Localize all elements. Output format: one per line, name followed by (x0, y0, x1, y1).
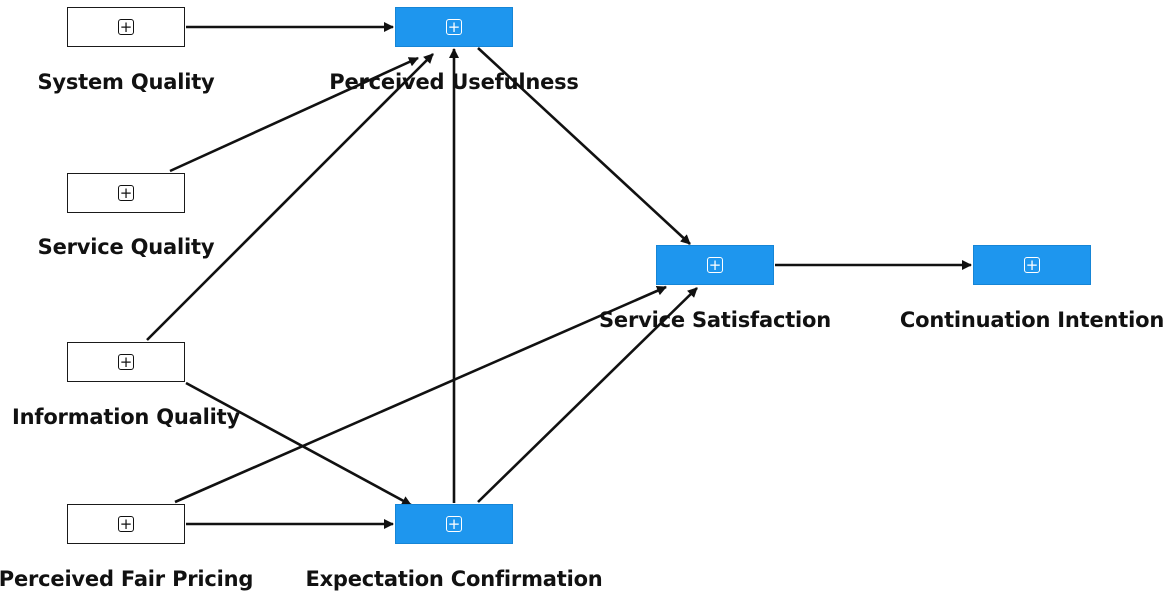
node-label-perceived-fair-pricing: Perceived Fair Pricing (0, 567, 254, 591)
edge-information-quality-to-expectation-confirmation (185, 381, 412, 507)
node-service-satisfaction[interactable]: + (656, 245, 774, 285)
edge-perceived-usefulness-to-service-satisfaction (477, 47, 691, 245)
node-expectation-confirmation[interactable]: + (395, 504, 513, 544)
node-continuation-intention[interactable]: + (973, 245, 1091, 285)
node-label-system-quality: System Quality (37, 70, 215, 94)
node-label-service-quality: Service Quality (37, 235, 215, 259)
edge-service-quality-to-perceived-usefulness (169, 56, 419, 173)
expand-icon[interactable]: + (118, 352, 134, 371)
node-label-expectation-confirmation: Expectation Confirmation (305, 567, 603, 591)
node-label-perceived-usefulness: Perceived Usefulness (329, 70, 579, 94)
node-perceived-usefulness[interactable]: + (395, 7, 513, 47)
expand-icon[interactable]: + (707, 255, 723, 274)
node-perceived-fair-pricing[interactable]: + (67, 504, 185, 544)
edge-information-quality-to-perceived-usefulness (146, 53, 434, 341)
node-label-information-quality: Information Quality (12, 405, 240, 429)
node-information-quality[interactable]: + (67, 342, 185, 382)
expand-icon[interactable]: + (1024, 255, 1040, 274)
node-service-quality[interactable]: + (67, 173, 185, 213)
edge-perceived-fair-pricing-to-service-satisfaction (174, 285, 667, 504)
node-label-service-satisfaction: Service Satisfaction (598, 308, 832, 332)
expand-icon[interactable]: + (446, 17, 462, 36)
expand-icon[interactable]: + (118, 183, 134, 202)
edge-expectation-confirmation-to-service-satisfaction (477, 287, 698, 503)
expand-icon[interactable]: + (446, 514, 462, 533)
node-label-continuation-intention: Continuation Intention (899, 308, 1165, 332)
expand-icon[interactable]: + (118, 514, 134, 533)
expand-icon[interactable]: + (118, 17, 134, 36)
node-system-quality[interactable]: + (67, 7, 185, 47)
